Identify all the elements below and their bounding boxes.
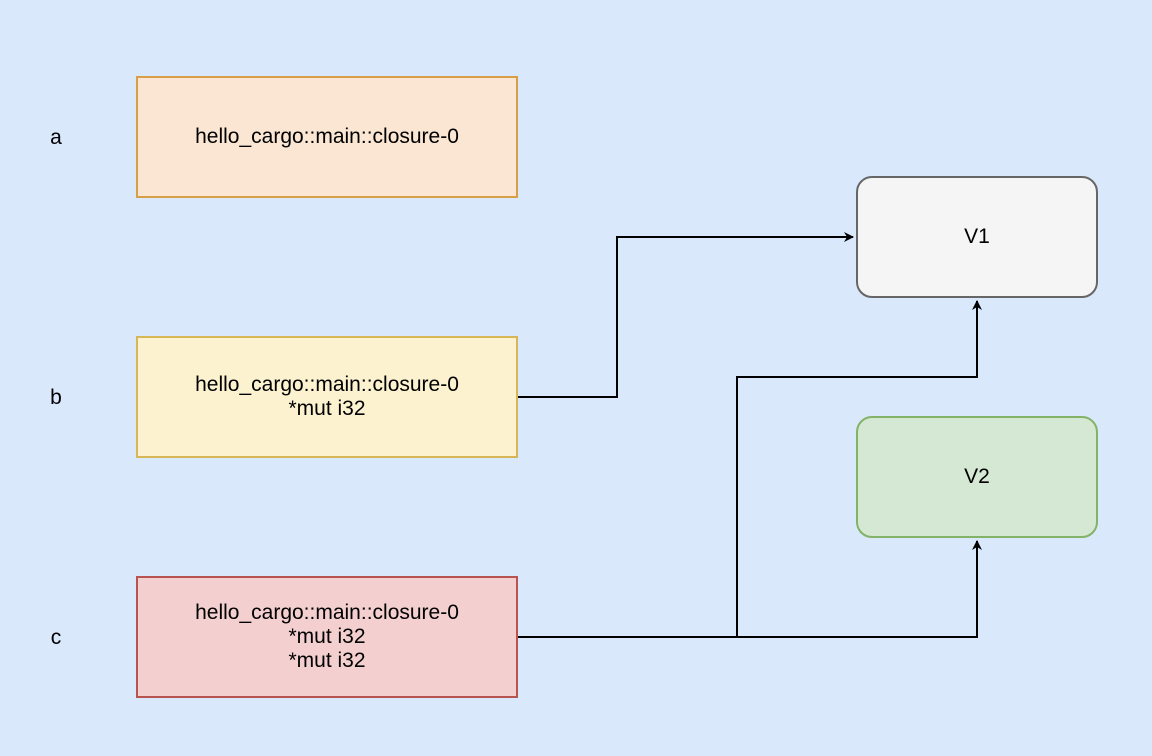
value-box-v2-label: V2	[964, 465, 990, 488]
closure-box-a[interactable]: hello_cargo::main::closure-0	[136, 76, 518, 198]
edge-b-to-v1	[518, 232, 854, 398]
closure-box-c-line-2: *mut i32	[288, 625, 366, 648]
closure-box-b-line-1: hello_cargo::main::closure-0	[195, 373, 459, 396]
value-box-v2[interactable]: V2	[856, 416, 1098, 538]
edge-c-to-v2	[737, 540, 982, 638]
closure-box-c-line-1: hello_cargo::main::closure-0	[195, 601, 459, 624]
row-label-a: a	[50, 126, 62, 149]
value-box-v1[interactable]: V1	[856, 176, 1098, 298]
closure-box-b-line-2: *mut i32	[288, 397, 366, 420]
closure-box-c-line-3: *mut i32	[288, 649, 366, 672]
closure-box-a-line-1: hello_cargo::main::closure-0	[195, 125, 459, 148]
closure-box-b[interactable]: hello_cargo::main::closure-0 *mut i32	[136, 336, 518, 458]
value-box-v1-label: V1	[964, 225, 990, 248]
closure-box-c[interactable]: hello_cargo::main::closure-0 *mut i32 *m…	[136, 576, 518, 698]
row-label-c: c	[50, 626, 62, 649]
row-label-b: b	[50, 386, 62, 409]
